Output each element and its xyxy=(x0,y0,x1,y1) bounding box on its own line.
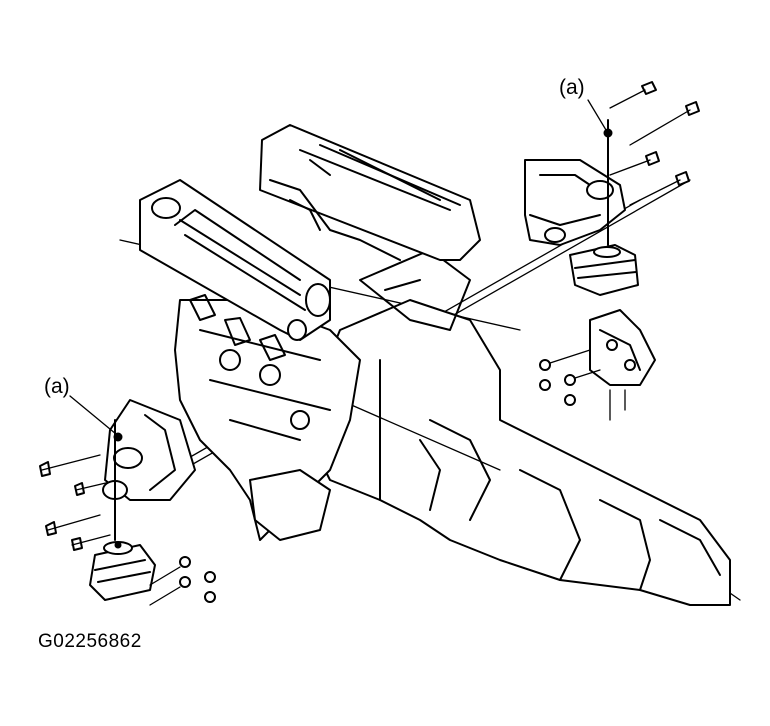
callout-label-a-right: (a) xyxy=(559,76,585,99)
left-engine-mount xyxy=(89,399,196,601)
leader-line-left xyxy=(69,395,117,435)
engine-block xyxy=(174,249,471,541)
callout-label-a-left: (a) xyxy=(44,375,70,398)
right-bolts xyxy=(539,81,700,421)
figure-id: G02256862 xyxy=(38,631,142,652)
rear-cam-cover xyxy=(259,124,481,261)
transmission-housing xyxy=(309,299,731,606)
left-bolts xyxy=(39,454,216,606)
right-engine-mount xyxy=(524,119,656,386)
leader-line-right xyxy=(587,99,607,131)
front-cam-cover xyxy=(139,179,331,341)
